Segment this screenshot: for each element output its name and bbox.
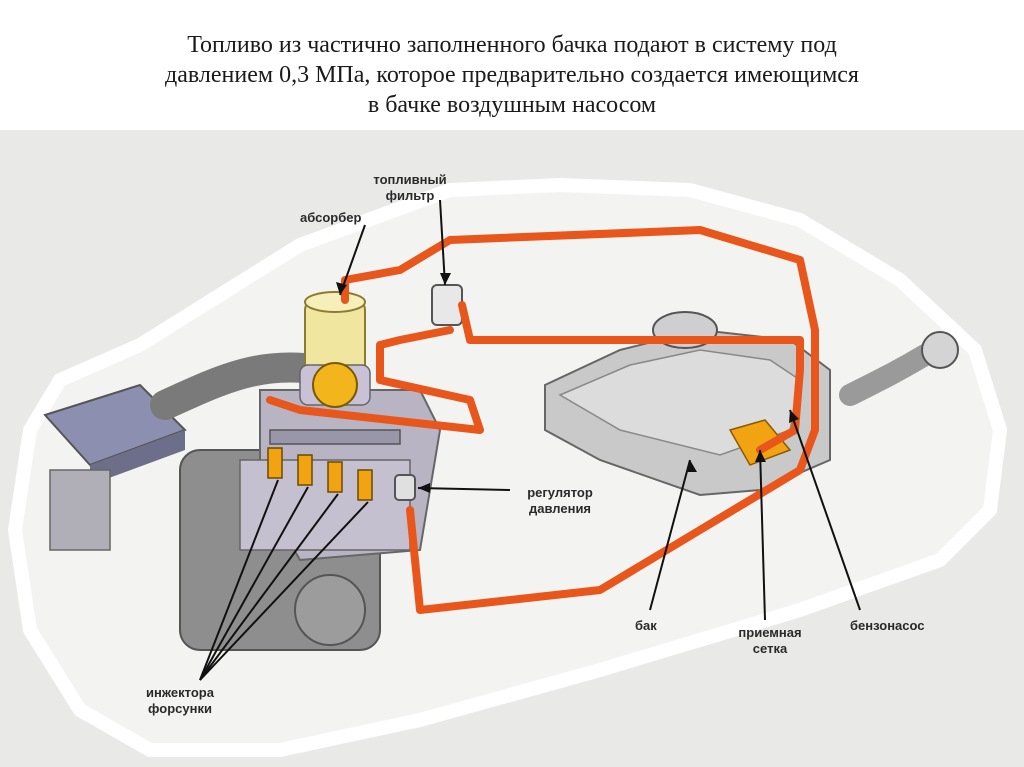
pressure-regulator (394, 474, 416, 501)
injector-rail (267, 429, 401, 501)
slide-title: Топливо из частично заполненного бачка п… (60, 30, 964, 120)
label-fuel-filter: топливный фильтр (373, 172, 447, 203)
label-pressure-regulator: регулятор давления (527, 485, 593, 516)
label-injectors: инжектора форсунки (146, 685, 214, 716)
title-line-3: в бачке воздушным насосом (367, 92, 657, 118)
leader-lines (199, 199, 861, 681)
title-line-1: Топливо из частично заполненного бачка п… (187, 32, 837, 58)
injector-1 (267, 447, 283, 479)
label-tank: бак (635, 618, 657, 633)
air-intake-hose (150, 352, 335, 420)
label-fuel-pump: бензонасос (850, 618, 925, 633)
fuel-lines (266, 226, 819, 614)
injector-3 (327, 461, 343, 493)
filler-cap (921, 331, 959, 369)
fuel-system-diagram: топливный фильтр абсорбер регулятор давл… (0, 130, 1024, 767)
injector-4 (357, 469, 373, 501)
filler-neck (839, 344, 936, 406)
throttle-body (312, 362, 358, 408)
car-body-outline (8, 178, 1007, 757)
leader-arrowheads (336, 273, 799, 493)
title-line-2: давлением 0,3 МПа, которое предварительн… (165, 62, 859, 88)
fuel-filter (431, 284, 463, 326)
label-absorber: абсорбер (300, 210, 362, 225)
injector-2 (297, 454, 313, 486)
diagram-canvas (8, 178, 1007, 757)
label-intake-mesh: приемная сетка (738, 625, 802, 656)
